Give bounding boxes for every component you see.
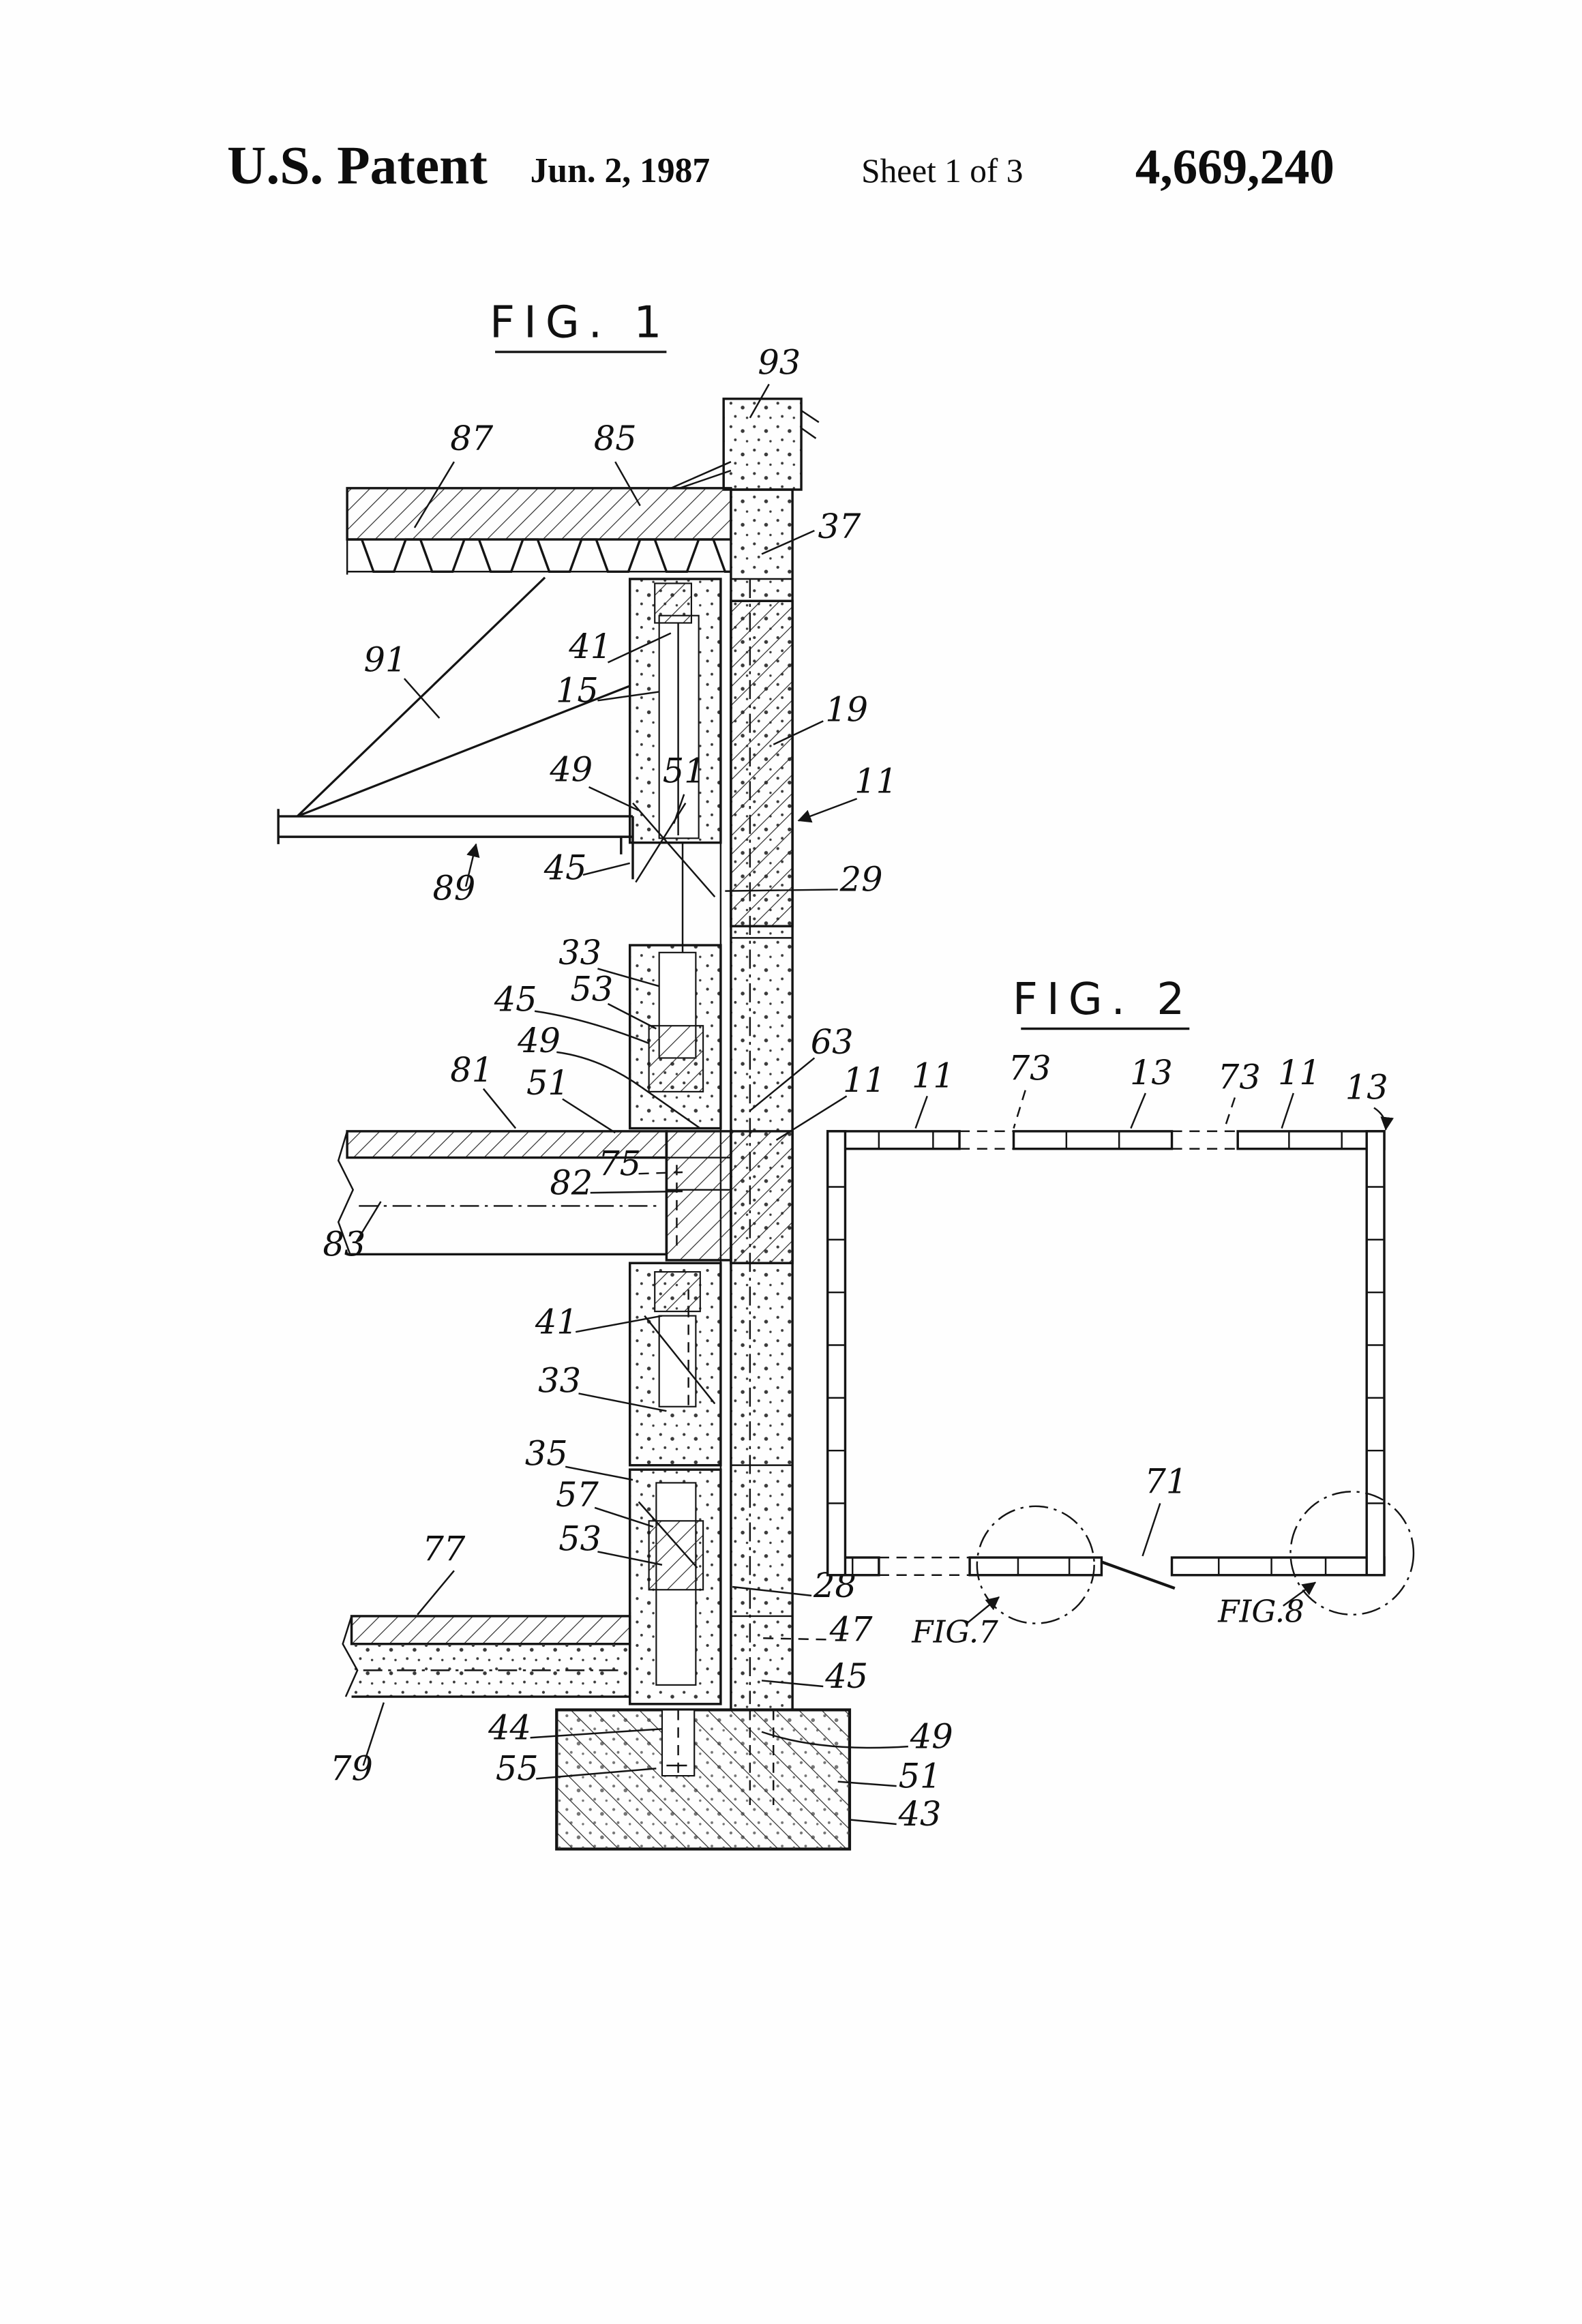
ref-numeral-49b: 49 [517, 1021, 561, 1060]
ref-numeral-f2-13: 13 [1130, 1053, 1173, 1092]
ref-numeral-51: 51 [663, 751, 706, 791]
ref-numeral-29: 29 [839, 860, 883, 899]
ref-numeral-51c: 51 [899, 1756, 942, 1796]
ref-numeral-49: 49 [549, 749, 593, 789]
ref-numeral-f2-73: 73 [1009, 1049, 1051, 1088]
header-patent-number: 4,669,240 [1135, 139, 1334, 194]
ref-numeral-f2-13b: 13 [1345, 1068, 1388, 1107]
ref-numeral-45c: 45 [824, 1656, 868, 1696]
fig2-labels: 11 73 13 73 11 13 71 FIG.7 FIG.8 [911, 1049, 1388, 1650]
ref-numeral-53: 53 [570, 970, 613, 1009]
ref-numeral-77: 77 [422, 1529, 465, 1568]
fig1-drawing [277, 398, 852, 1851]
header: U.S. Patent Jun. 2, 1987 Sheet 1 of 3 4,… [227, 136, 1334, 196]
detail-ref-fig7: FIG.7 [911, 1614, 998, 1650]
ref-numeral-47: 47 [829, 1609, 873, 1649]
ref-numeral-f2-11: 11 [912, 1056, 955, 1095]
fig1-leaders [355, 383, 908, 1826]
ref-numeral-49c: 49 [910, 1716, 953, 1756]
ref-numeral-33: 33 [558, 933, 601, 972]
ref-numeral-15: 15 [556, 670, 599, 710]
header-title: U.S. Patent [227, 136, 488, 196]
ref-numeral-79: 79 [330, 1749, 373, 1789]
ref-numeral-55: 55 [496, 1749, 539, 1789]
fig1-labels: 93 87 85 37 91 41 15 19 49 51 11 89 45 2… [323, 342, 953, 1834]
ref-numeral-f2-71: 71 [1144, 1461, 1187, 1501]
fig2: FIG. 2 [826, 974, 1415, 1650]
ref-numeral-35: 35 [525, 1434, 568, 1474]
ref-numeral-51b: 51 [526, 1063, 569, 1103]
fig2-drawing [826, 1130, 1415, 1624]
ref-numeral-63: 63 [811, 1022, 854, 1062]
fig2-title: FIG. 2 [1013, 974, 1193, 1030]
ref-numeral-81: 81 [450, 1050, 493, 1090]
ref-numeral-91: 91 [364, 640, 407, 679]
ref-numeral-33b: 33 [538, 1360, 581, 1400]
ref-numeral-83: 83 [323, 1224, 365, 1264]
ref-numeral-87: 87 [450, 419, 493, 458]
ref-numeral-53b: 53 [558, 1519, 601, 1558]
ref-numeral-f2-73b: 73 [1218, 1058, 1261, 1097]
ref-numeral-41: 41 [568, 627, 612, 666]
fig1-title-text: FIG. 1 [490, 297, 670, 348]
ref-numeral-89: 89 [432, 868, 475, 908]
fig1-title: FIG. 1 [490, 297, 670, 353]
ref-numeral-19: 19 [825, 689, 868, 729]
fig2-title-text: FIG. 2 [1013, 974, 1193, 1025]
ref-numeral-93: 93 [758, 342, 801, 382]
fig2-leaders [914, 1090, 1394, 1624]
detail-circle-fig8 [1289, 1491, 1415, 1616]
ref-numeral-43: 43 [898, 1794, 942, 1834]
ref-numeral-75: 75 [598, 1144, 641, 1183]
ref-numeral-57: 57 [556, 1475, 599, 1515]
header-sheet: Sheet 1 of 3 [861, 152, 1023, 190]
ref-numeral-37: 37 [818, 507, 861, 546]
ref-numeral-11: 11 [854, 762, 897, 801]
ref-numeral-f2-11b: 11 [1278, 1053, 1321, 1092]
detail-ref-fig8: FIG.8 [1217, 1594, 1304, 1630]
ref-numeral-85: 85 [594, 419, 637, 458]
ref-numeral-41b: 41 [535, 1302, 578, 1341]
ref-numeral-45: 45 [543, 848, 587, 887]
ref-numeral-82: 82 [550, 1163, 593, 1202]
ref-numeral-11b: 11 [843, 1060, 886, 1100]
header-date: Jun. 2, 1987 [531, 151, 711, 190]
ref-numeral-44: 44 [488, 1708, 531, 1747]
detail-circle-fig7 [976, 1505, 1095, 1624]
fig1: FIG. 1 [277, 297, 953, 1851]
ref-numeral-45b: 45 [494, 980, 537, 1019]
